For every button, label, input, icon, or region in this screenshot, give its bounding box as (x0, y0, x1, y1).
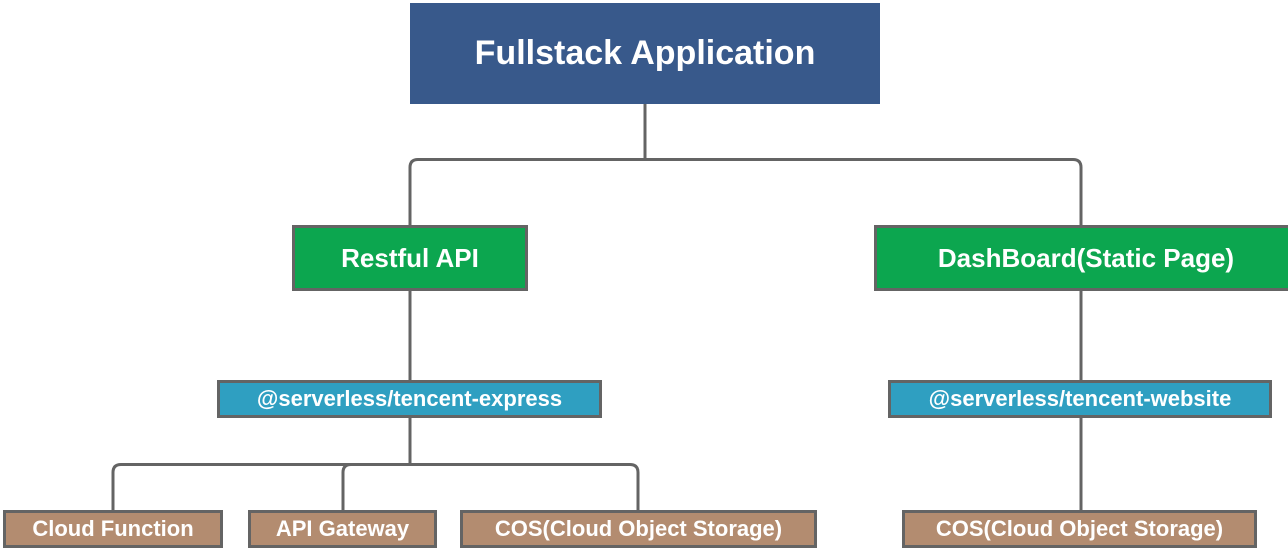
node-cloud-function: Cloud Function (3, 510, 223, 548)
node-api-gateway-label: API Gateway (275, 516, 410, 541)
node-api-gateway: API Gateway (248, 510, 437, 548)
node-cos-cloud-object-storage-right: COS(Cloud Object Storage) (902, 510, 1257, 548)
edge-express-to-cos-left (410, 463, 640, 510)
node-fullstack-application: Fullstack Application (410, 3, 880, 104)
node-cloud-function-label: Cloud Function (32, 516, 194, 541)
node-restful-api-label: Restful API (341, 242, 479, 273)
node-dashboard-static-page: DashBoard(Static Page) (874, 225, 1288, 291)
node-fullstack-application-label: Fullstack Application (474, 34, 816, 72)
edge-root-to-dashboard (645, 158, 1083, 225)
node-dashboard-static-page-label: DashBoard(Static Page) (937, 242, 1235, 273)
node-cos-cloud-object-storage-left-label: COS(Cloud Object Storage) (494, 516, 783, 541)
edge-express-to-cloud-function (111, 463, 410, 510)
node-serverless-tencent-website: @serverless/tencent-website (888, 380, 1272, 418)
node-serverless-tencent-express: @serverless/tencent-express (217, 380, 602, 418)
node-serverless-tencent-express-label: @serverless/tencent-express (256, 386, 563, 411)
node-cos-cloud-object-storage-left: COS(Cloud Object Storage) (460, 510, 817, 548)
node-cos-cloud-object-storage-right-label: COS(Cloud Object Storage) (935, 516, 1224, 541)
node-restful-api: Restful API (292, 225, 528, 291)
edge-root-to-restful-api (408, 158, 645, 225)
edge-express-to-api-gateway (341, 463, 410, 510)
node-serverless-tencent-website-label: @serverless/tencent-website (928, 386, 1232, 411)
